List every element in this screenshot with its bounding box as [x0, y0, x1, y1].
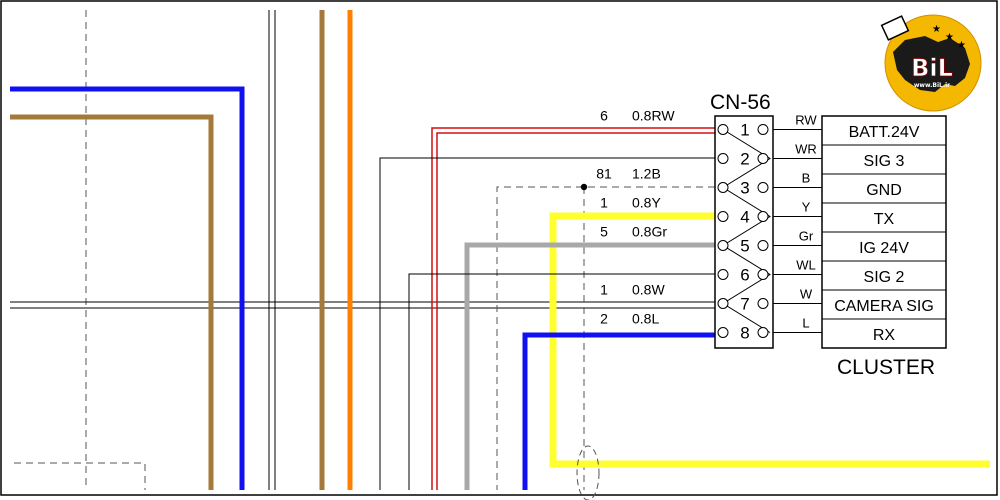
- pin-number: 6: [740, 266, 749, 285]
- wire-pin2: [379, 157, 715, 490]
- bil-logo: ★ ★ ★ BiL www.BiL.ir: [880, 14, 982, 112]
- cluster-rows: BATT.24V SIG 3 GND TX IG 24V SIG 2 CAMERA SIG R…: [822, 124, 946, 344]
- pin-color-code: B: [802, 171, 811, 186]
- cluster-label: CLUSTER: [837, 356, 935, 379]
- cluster-signal-label: BATT.24V: [849, 124, 920, 141]
- wire-spec: 1.2B: [632, 166, 661, 182]
- cluster-signal-label: TX: [874, 211, 895, 228]
- logo-star-icon: ★: [932, 24, 941, 35]
- wire-circuit-number: 81: [596, 166, 612, 182]
- pin-number: 2: [740, 150, 749, 169]
- wire-spec: 0.8RW: [632, 108, 675, 124]
- pin-number: 7: [740, 295, 749, 314]
- pin-socket-left: [717, 182, 729, 193]
- cluster-signal-label: CAMERA SIG: [834, 298, 934, 315]
- ground-junction-dot: [580, 183, 588, 191]
- pin-socket-left: [717, 240, 729, 251]
- pin-socket-right: [757, 327, 769, 338]
- pin-socket-right: [757, 153, 769, 164]
- wire-spec: 0.8Gr: [632, 224, 667, 240]
- wire-brown-left: [10, 114, 214, 490]
- pin-socket-right: [757, 298, 769, 309]
- wire-blue-left: [10, 86, 245, 490]
- wire-circuit-number: 5: [600, 224, 608, 240]
- logo-map-shape: [893, 36, 970, 92]
- dashed-box-bottom-left: [14, 462, 146, 490]
- logo-text: BiL: [911, 54, 953, 82]
- pin-socket-left: [717, 211, 729, 222]
- logo-star-icon: ★: [957, 40, 966, 51]
- pin-color-code: L: [802, 316, 809, 331]
- pin-socket-right: [757, 211, 769, 222]
- logo-url: www.BiL.ir: [914, 82, 950, 89]
- pin-socket-left: [717, 124, 729, 135]
- wire-pin8-blue: [522, 332, 715, 490]
- pin-socket-left: [717, 153, 729, 164]
- cluster-signal-label: GND: [866, 182, 902, 199]
- wire-circuit-number: 6: [600, 108, 608, 124]
- pin-number: 4: [740, 208, 749, 227]
- wire-spec: 0.8L: [632, 311, 659, 327]
- connector-title: CN-56: [710, 91, 771, 114]
- pin-number: 1: [740, 121, 749, 140]
- pin-number: 8: [740, 324, 749, 343]
- wire-pin4-yellow: [549, 212, 990, 468]
- wire-pin1-red-a: [431, 127, 715, 490]
- pin-color-code: WR: [795, 142, 817, 157]
- wire-spec: 0.8W: [632, 282, 665, 298]
- pin-number: 3: [740, 179, 749, 198]
- logo-star-icon: ★: [945, 32, 954, 43]
- cluster-signal-label: SIG 2: [864, 269, 905, 286]
- wire-bundle-marker: [576, 445, 600, 500]
- pin-socket-right: [757, 124, 769, 135]
- pin-socket-left: [717, 327, 729, 338]
- cluster-signal-label: IG 24V: [859, 240, 909, 257]
- wire-pin6: [408, 273, 715, 490]
- pin-color-code: Gr: [799, 229, 814, 244]
- pin-socket-right: [757, 269, 769, 280]
- cluster-signal-label: RX: [873, 327, 896, 344]
- pin-number: 5: [740, 237, 749, 256]
- wire-circuit-number: 2: [600, 311, 608, 327]
- wire-pin3-ground: [496, 186, 715, 490]
- wire-circuit-number: 1: [600, 282, 608, 298]
- pin-color-code: RW: [795, 113, 817, 128]
- pin-socket-left: [717, 298, 729, 309]
- pin-socket-right: [757, 240, 769, 251]
- pin-color-code: W: [800, 287, 813, 302]
- pin-color-code: WL: [796, 258, 816, 273]
- wire-spec: 0.8Y: [632, 195, 661, 211]
- wire-circuit-number: 1: [600, 195, 608, 211]
- logo-loader-icon: [880, 15, 910, 41]
- wire-pin5-gray: [464, 242, 715, 490]
- cluster-signal-label: SIG 3: [864, 153, 905, 170]
- pin-socket-left: [717, 269, 729, 280]
- pin-socket-right: [757, 182, 769, 193]
- pin-color-code: Y: [802, 200, 811, 215]
- wire-pin1-red-b: [436, 132, 715, 490]
